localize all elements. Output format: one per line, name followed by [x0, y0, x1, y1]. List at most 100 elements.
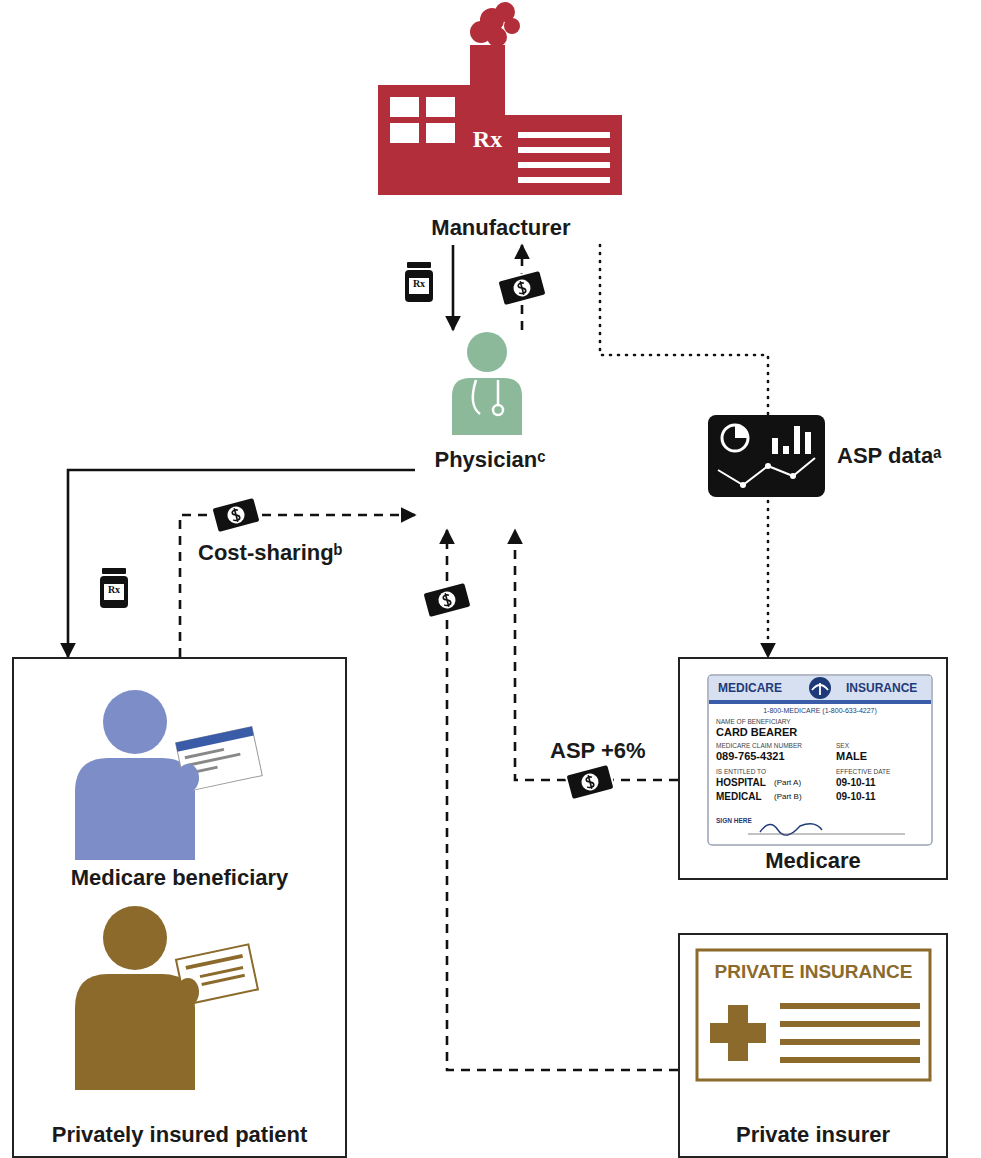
drug-flow-arrow [452, 245, 455, 330]
card-text: 1-800-MEDICARE (1-800-633-4227) [708, 707, 932, 714]
medicare-card [760, 824, 822, 835]
card-text: SEX [836, 743, 849, 750]
money-icon [584, 774, 594, 789]
money-icon [516, 280, 526, 295]
data-chart-icon [708, 415, 825, 497]
money-icon [422, 582, 471, 619]
money-icon [497, 270, 546, 307]
card-title: PRIVATE INSURANCE [697, 962, 930, 981]
card-text: HOSPITAL [716, 778, 766, 788]
rx-symbol: Rx [409, 279, 429, 289]
private-insurance-card [697, 950, 930, 1080]
card-text: (Part A) [774, 779, 801, 787]
data-chart-icon [783, 446, 789, 454]
card-text: NAME OF BENEFICIARY [716, 719, 791, 726]
factory-icon [518, 177, 610, 183]
private-insurance-card [697, 950, 930, 1080]
factory-icon [390, 97, 419, 117]
physician-figure [467, 332, 507, 372]
payment-arrow [180, 515, 415, 657]
private-insurance-card [710, 1023, 766, 1043]
data-chart-icon [708, 415, 825, 497]
data-chart-icon [765, 463, 771, 469]
card-text: INSURANCE [846, 682, 917, 694]
money-icon [211, 497, 260, 534]
node-label: Physicianᶜ [434, 446, 545, 473]
medicare-beneficiary-figure [177, 764, 199, 792]
money-icon [422, 582, 471, 619]
factory-icon [487, 27, 507, 47]
card-text: MALE [836, 751, 867, 762]
money-icon [226, 505, 247, 526]
data-chart-icon [790, 473, 796, 479]
medicare-beneficiary-figure [176, 727, 263, 792]
private-patient-figure [75, 974, 195, 1090]
medicare-card [709, 700, 931, 704]
card-text: SIGN HERE [716, 818, 752, 825]
card-text: 09-10-11 [836, 778, 875, 788]
factory-icon [504, 18, 520, 34]
patient-box: Medicare beneficiaryPrivately insured pa… [12, 657, 347, 1158]
factory-icon [390, 123, 419, 143]
private-insurance-card [780, 1021, 920, 1027]
card-text: MEDICARE CLAIM NUMBER [716, 743, 802, 750]
node-label: Privately insured patient [52, 1121, 308, 1148]
private-insurance-card [780, 1003, 920, 1009]
medicare-card [708, 675, 932, 845]
edge-label: Cost-sharingᵇ [196, 540, 344, 566]
physician-node: Physicianᶜ [415, 330, 565, 530]
private-insurance-card [780, 1039, 920, 1045]
private-insurance-card [780, 1057, 920, 1063]
money-icon [441, 592, 451, 607]
physician-figure [452, 332, 522, 435]
rx-symbol: Rx [470, 127, 505, 151]
edge-label: ASP +6% [548, 738, 648, 764]
node-label: Private insurer [736, 1121, 890, 1148]
payment-arrow [447, 530, 678, 1070]
data-chart-icon [722, 425, 748, 451]
card-text: 089-765-4321 [716, 751, 785, 762]
medicare-card [709, 676, 931, 700]
medicare-card [809, 677, 831, 699]
physician-figure [452, 378, 522, 435]
factory-icon [426, 97, 455, 117]
node-label: Medicare [765, 847, 860, 874]
card-text: (Part B) [774, 793, 802, 801]
medicare-beneficiary-figure [103, 690, 167, 754]
private-patient-figure [201, 974, 245, 986]
factory-icon [470, 45, 505, 195]
medicare-beneficiary-figure [75, 690, 262, 860]
money-icon [497, 270, 546, 307]
drug-bottle-icon [102, 568, 126, 574]
card-text: MEDICAL [716, 792, 762, 802]
factory-icon [378, 2, 622, 195]
rx-symbol: Rx [104, 585, 124, 595]
drug-bottle-icon [100, 576, 128, 608]
factory-icon [505, 115, 622, 195]
medicare-card [748, 834, 905, 835]
money-icon [565, 764, 614, 801]
drug-bottle-icon [104, 584, 124, 600]
card-text: CARD BEARER [716, 727, 797, 738]
edge-label: ASP dataᵃ [835, 443, 944, 469]
drug-flow-arrow [68, 470, 415, 657]
medicare-beneficiary-figure [176, 727, 263, 792]
drug-bottle-icon [409, 278, 429, 294]
private-patient-figure [75, 906, 258, 1090]
factory-icon [518, 147, 610, 153]
money-icon [211, 497, 260, 534]
card-text: IS ENTITLED TO [716, 769, 766, 776]
data-chart-icon [718, 458, 815, 485]
medicare-card [812, 683, 828, 695]
private-patient-figure [177, 978, 199, 1006]
card-text: MEDICARE [718, 682, 782, 694]
money-icon [437, 590, 458, 611]
data-chart-icon [740, 482, 746, 488]
data-chart-icon [772, 438, 778, 454]
medicare-beneficiary-figure [75, 758, 195, 860]
node-label: Manufacturer [431, 214, 570, 241]
